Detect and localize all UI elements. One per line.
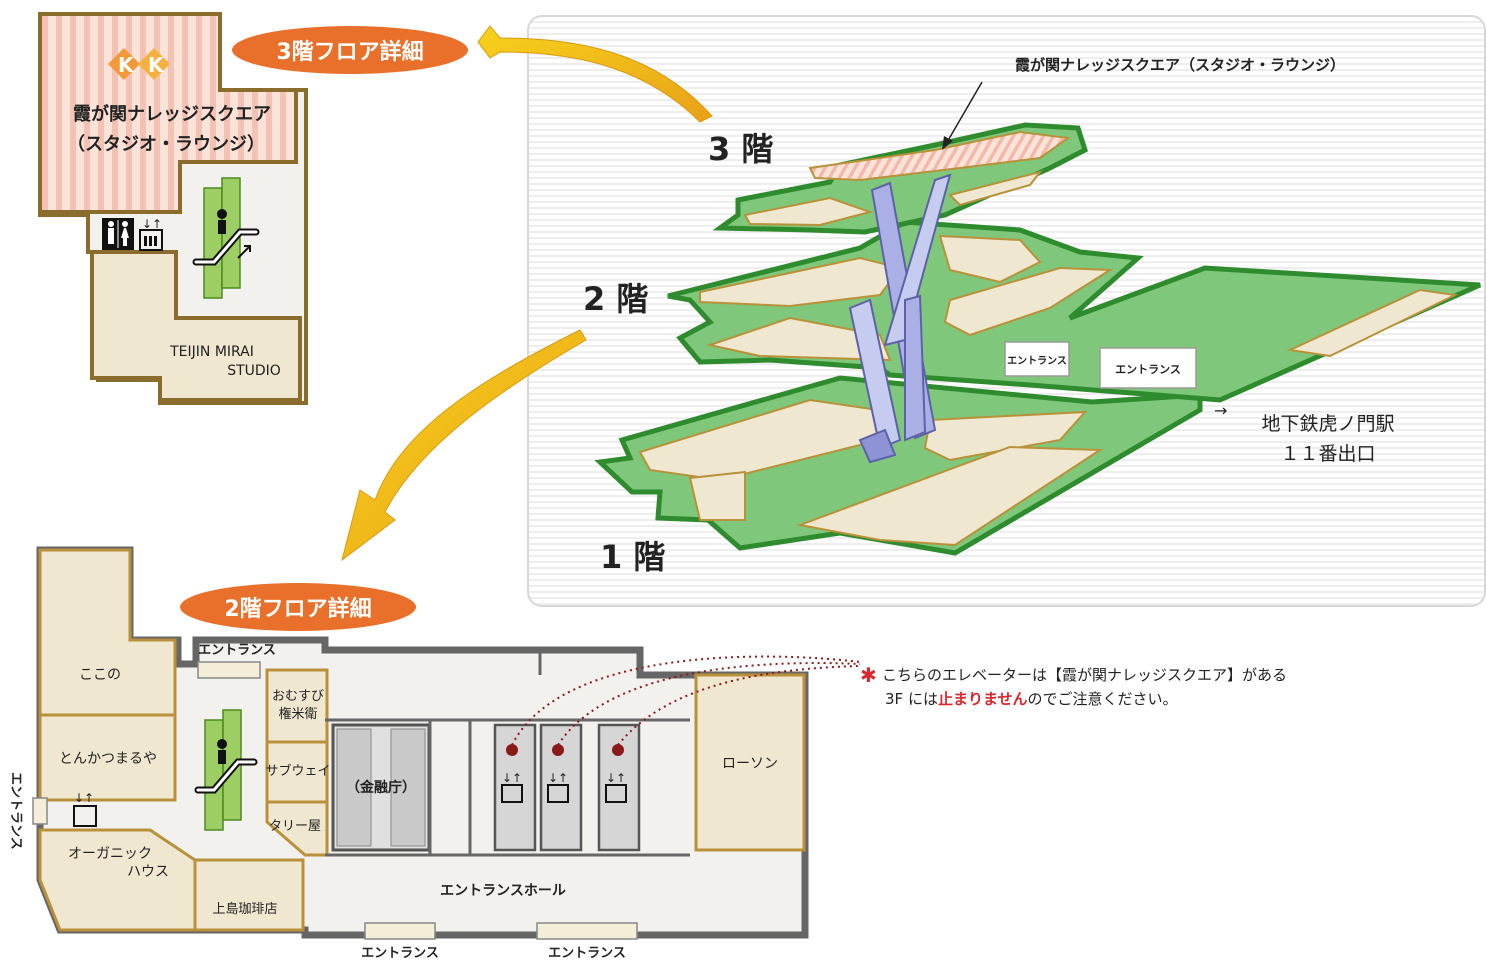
shop-organic-line2: ハウス [127, 864, 169, 880]
svg-text:↓↑: ↓↑ [74, 791, 94, 805]
entrance-left-label: エントランス [8, 772, 23, 850]
floor2-detail-badge: 2階フロア詳細 [180, 583, 416, 631]
svg-text:↓↑: ↓↑ [142, 217, 162, 231]
elevator-icon-2: ↓↑ [547, 771, 569, 803]
kinyucho-block [331, 723, 431, 852]
lounge-area [38, 12, 298, 214]
shop-lawson: ローソン [722, 756, 778, 772]
exit-arrow-icon: → [1214, 401, 1227, 420]
escalator-icon [192, 209, 260, 266]
lounge-callout: 霞が関ナレッジスクエア（スタジオ・ラウンジ） [1015, 56, 1345, 74]
floor-1-label: 1 階 [600, 538, 665, 576]
floor3-detail-map: ↓↑ K K 霞が関ナレッジスクエア （スタジオ・ラウンジ） TEIJIN MI… [38, 12, 308, 405]
shop-kokono: ここの [79, 667, 121, 683]
svg-text:K: K [118, 53, 135, 77]
note-line2: 3F には止まりませんのでご注意ください。 [885, 690, 1178, 708]
floor-3-slab [712, 122, 1089, 235]
entrance-left-door [32, 797, 48, 825]
escalator-icon-2f [194, 739, 258, 794]
floor3-badge-text: 3階フロア詳細 [276, 39, 423, 65]
entrance-bottom1-label: エントランス [361, 946, 439, 961]
arrow-to-3f-icon [477, 25, 713, 123]
overview-entrance-b-label: エントランス [1115, 363, 1181, 376]
overview-entrance-a [1004, 341, 1070, 377]
note-asterisk-icon: ✱ [860, 663, 877, 687]
svg-text:↓↑: ↓↑ [606, 771, 626, 785]
shop-omusubi-line1: おむすび [272, 689, 324, 704]
callout-leader [945, 81, 983, 145]
note-line1: こちらのエレベーターは【霞が関ナレッジスクエア】がある [882, 666, 1287, 684]
elevator-icon-3: ↓↑ [605, 771, 627, 803]
elevator-note-connectors [511, 655, 861, 746]
lounge-3d-area [808, 130, 1071, 182]
overview-entrance-b [1099, 347, 1197, 389]
shop-tonkatsu: とんかつまるや [59, 751, 157, 767]
shop-ueshima: 上島珈琲店 [212, 902, 277, 917]
entrance-bottom2-label: エントランス [548, 946, 626, 961]
entrance-bottom1-door [364, 922, 436, 940]
kinyucho-label: （金融庁） [346, 779, 416, 796]
shop-subway: サブウェイ [265, 763, 330, 779]
elevator-note: ✱ こちらのエレベーターは【霞が関ナレッジスクエア】がある 3F には止まりませ… [860, 663, 1287, 708]
floor2-detail-map: ↓↑ ↓↑ ↓↑ ↓↑ ここの とんかつまるや オーガニック ハウス 上島珈琲店… [8, 546, 809, 961]
arrow-to-2f-icon [341, 329, 587, 562]
svg-text:K: K [148, 53, 165, 77]
kk2-logo: K K [108, 48, 170, 80]
lounge-label-line1: 霞が関ナレッジスクエア [73, 103, 271, 125]
lounge-label-line2: （スタジオ・ラウンジ） [67, 134, 265, 155]
floor-2-label: 2 階 [583, 280, 648, 318]
entrance-top-door [197, 661, 261, 679]
entrance-hall-label: エントランスホール [440, 883, 566, 899]
svg-text:↓↑: ↓↑ [502, 771, 522, 785]
studio-label-line2: STUDIO [227, 363, 281, 379]
exit-label-line1: 地下鉄虎ノ門駅 [1261, 413, 1394, 435]
entrance-top-label: エントランス [198, 643, 276, 658]
shop-rooms [38, 548, 806, 932]
elevator-bank: ↓↑ ↓↑ ↓↑ [493, 723, 641, 852]
overview-entrance-a-label: エントランス [1007, 355, 1067, 367]
teijin-studio-room [90, 250, 302, 402]
shop-tully: タリー屋 [269, 819, 321, 834]
exit-label-line2: １１番出口 [1280, 443, 1375, 465]
overview-panel: 3 階 2 階 1 階 霞が関ナレッジスクエア（スタジオ・ラウンジ） エントラン… [527, 15, 1486, 607]
entrance-bottom2-door [536, 922, 638, 940]
shop-omusubi-line2: 権米衛 [278, 706, 317, 722]
restroom-icon [102, 218, 134, 250]
elevator-icon-1: ↓↑ [501, 771, 523, 803]
floor2-badge-text: 2階フロア詳細 [224, 596, 371, 622]
escalator-3d [848, 173, 952, 464]
floor-3-label: 3 階 [708, 130, 773, 168]
studio-label-line1: TEIJIN MIRAI [169, 344, 254, 360]
elevator-icon-left: ↓↑ [73, 791, 97, 827]
elevator-icon: ↓↑ [139, 217, 163, 251]
floor-1-slab [594, 375, 1203, 556]
shop-organic-line1: オーガニック [68, 846, 152, 862]
svg-text:↓↑: ↓↑ [548, 771, 568, 785]
floor3-detail-badge: 3階フロア詳細 [232, 26, 468, 74]
